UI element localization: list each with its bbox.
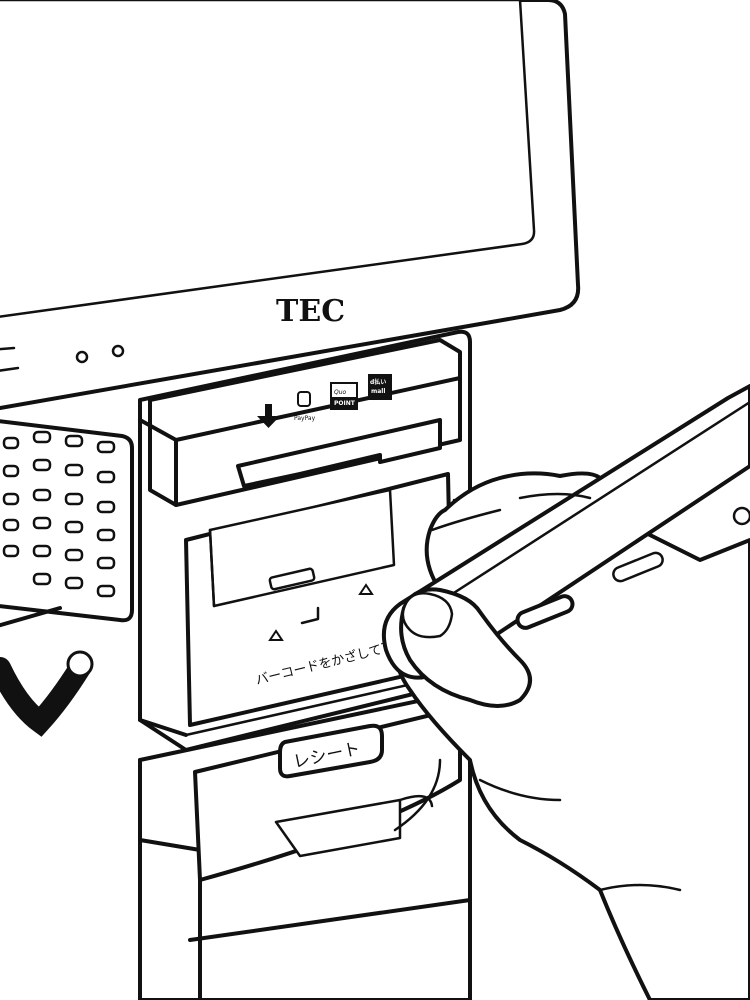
receipt-button[interactable] (278, 723, 384, 779)
bag-hook (0, 650, 94, 737)
bracket-marker (300, 606, 320, 625)
scanner-sensor (268, 567, 316, 591)
phone-volume-button (612, 551, 664, 583)
svg-text:d払い: d払い (370, 378, 386, 386)
printer-cabinet: レシート (138, 688, 472, 1000)
svg-text:Quo: Quo (334, 389, 347, 396)
triangle-marker-right-icon (358, 583, 374, 595)
monitor-screen (0, 0, 536, 318)
indicator-light-2 (111, 344, 125, 358)
triangle-marker-left-icon (268, 629, 284, 641)
thumb-nail (401, 592, 454, 639)
phone-side-button (515, 594, 575, 630)
payment-logo-strip: PayPay Quo POINT d払い mall (257, 374, 392, 428)
receipt-paper-slot (274, 798, 402, 858)
brand-logo: TEC (276, 294, 345, 329)
paypay-logo-text: PayPay (294, 415, 316, 422)
monitor: TEC (0, 0, 581, 410)
hand-with-phone (381, 384, 750, 1000)
monitor-edge-detail (0, 346, 20, 372)
d-payment-logo (368, 374, 392, 400)
keypad-panel (0, 419, 134, 628)
phone-camera (732, 506, 750, 526)
paypay-icon (297, 391, 311, 407)
svg-text:mall: mall (371, 388, 385, 395)
arrow-down-icon (257, 404, 280, 428)
keypad-keys (2, 430, 116, 598)
indicator-light-1 (75, 350, 89, 364)
svg-text:POINT: POINT (334, 400, 356, 407)
